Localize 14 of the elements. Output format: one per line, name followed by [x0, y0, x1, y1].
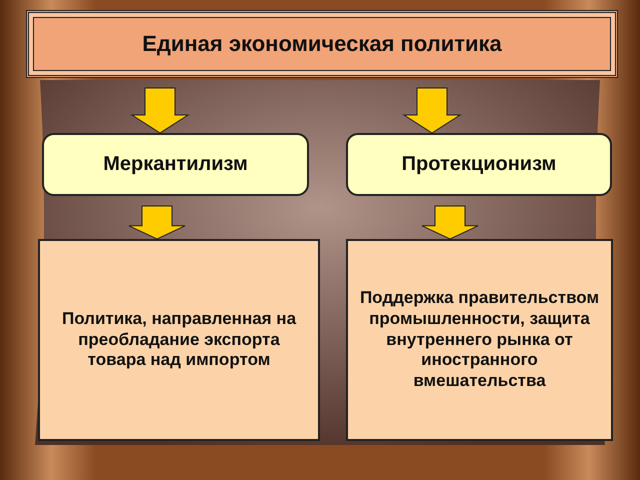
description-box — [38, 239, 320, 441]
block-arrow — [402, 88, 462, 134]
block-arrow — [128, 206, 186, 240]
term-box — [42, 133, 309, 196]
term-text: Меркантилизм — [103, 152, 248, 177]
title-box — [26, 10, 618, 78]
description-text: Политика, направленная на преобладание экспорта товара над импортом — [60, 308, 298, 372]
title-text: Единая экономическая политика — [142, 30, 502, 58]
term-box — [346, 133, 612, 196]
block-arrow — [422, 206, 478, 240]
term-text: Протекционизм — [402, 152, 556, 177]
block-arrow — [130, 88, 190, 134]
description-text: Поддержка правительством промышленности, защита внутреннего рынка от иностранного вмешательства — [358, 288, 600, 392]
description-box — [346, 239, 613, 441]
